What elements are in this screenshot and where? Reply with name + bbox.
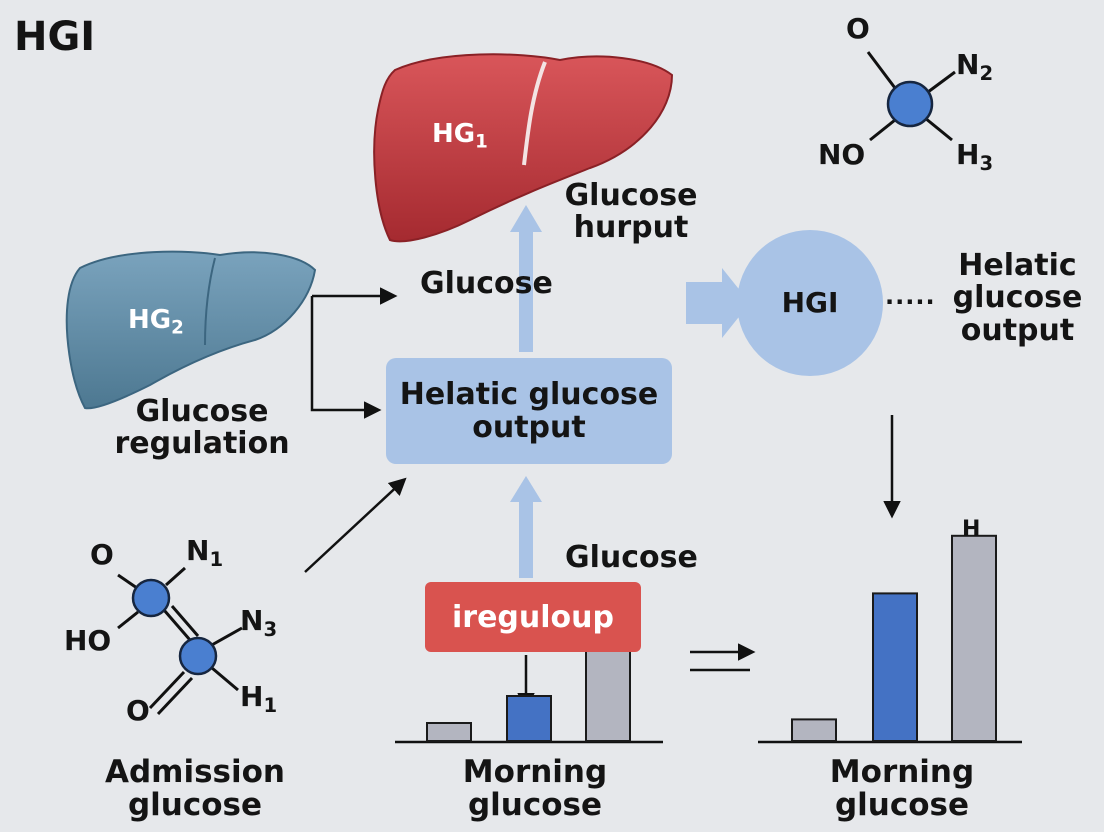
liver-left-label: HG2 <box>128 305 184 339</box>
up-arrow-lower-shaft <box>519 500 533 578</box>
chart-right-bar-2 <box>872 592 918 743</box>
to-hgi-arrow <box>686 268 750 338</box>
bar-h-label: H <box>962 517 981 542</box>
hgi-circle <box>737 230 883 376</box>
molecule-top <box>866 51 956 142</box>
molecule-bottom-n3: N3 <box>240 604 278 641</box>
chart-center-bar-2 <box>506 695 552 742</box>
hgi-circle-label: HGI <box>781 286 839 319</box>
glucose-arrow-label: Glucose <box>420 266 553 301</box>
molecule-bottom-h1: H1 <box>240 680 278 717</box>
molecule-bottom-n1: N1 <box>186 534 224 571</box>
bracket-to-box-arrow <box>310 296 382 419</box>
molecule-top-h3: H3 <box>956 138 994 175</box>
glucose-bottom-label: Glucose <box>565 540 698 575</box>
liver-top-label: HG1 <box>432 119 488 153</box>
morning-glucose-center-label: Morning glucose <box>462 754 608 824</box>
chart-right-bar-1 <box>791 718 837 743</box>
molecule-bottom <box>117 566 243 716</box>
molecule-top-n2: N2 <box>956 48 994 85</box>
dots-connector: ····· <box>885 288 936 316</box>
liver-top-icon <box>373 53 674 243</box>
molecule-bottom-o: O <box>90 538 114 571</box>
helatic-glucose-output-label: Helatic glucose output <box>952 248 1083 348</box>
up-arrow-lower-head <box>510 476 542 502</box>
helatic-glucose-output-box: Helatic glucose output <box>386 358 672 464</box>
admission-glucose-label: Admission glucose <box>104 754 285 824</box>
molecule-bottom-o2: O <box>126 694 150 727</box>
morning-glucose-right-label: Morning glucose <box>829 754 975 824</box>
liver-left-icon <box>65 250 317 410</box>
ireguloup-box: ireguloup <box>425 582 641 652</box>
molecule-top-o: O <box>846 12 870 45</box>
up-arrow-upper-shaft <box>519 230 533 352</box>
molecule-top-no: NO <box>818 138 866 171</box>
glucose-hurput-label: Glucose hurput <box>564 178 698 246</box>
chart-right-bars <box>791 534 997 743</box>
glucose-regulation-label: Glucose regulation <box>114 394 290 462</box>
chart-right-bar-3 <box>951 534 997 742</box>
up-arrow-upper-head <box>510 205 542 232</box>
chart-center-bar-1 <box>426 722 472 742</box>
molecule-to-box-arrow <box>304 477 407 573</box>
page-title: HGI <box>14 14 96 60</box>
molecule-bottom-ho: HO <box>64 624 112 657</box>
